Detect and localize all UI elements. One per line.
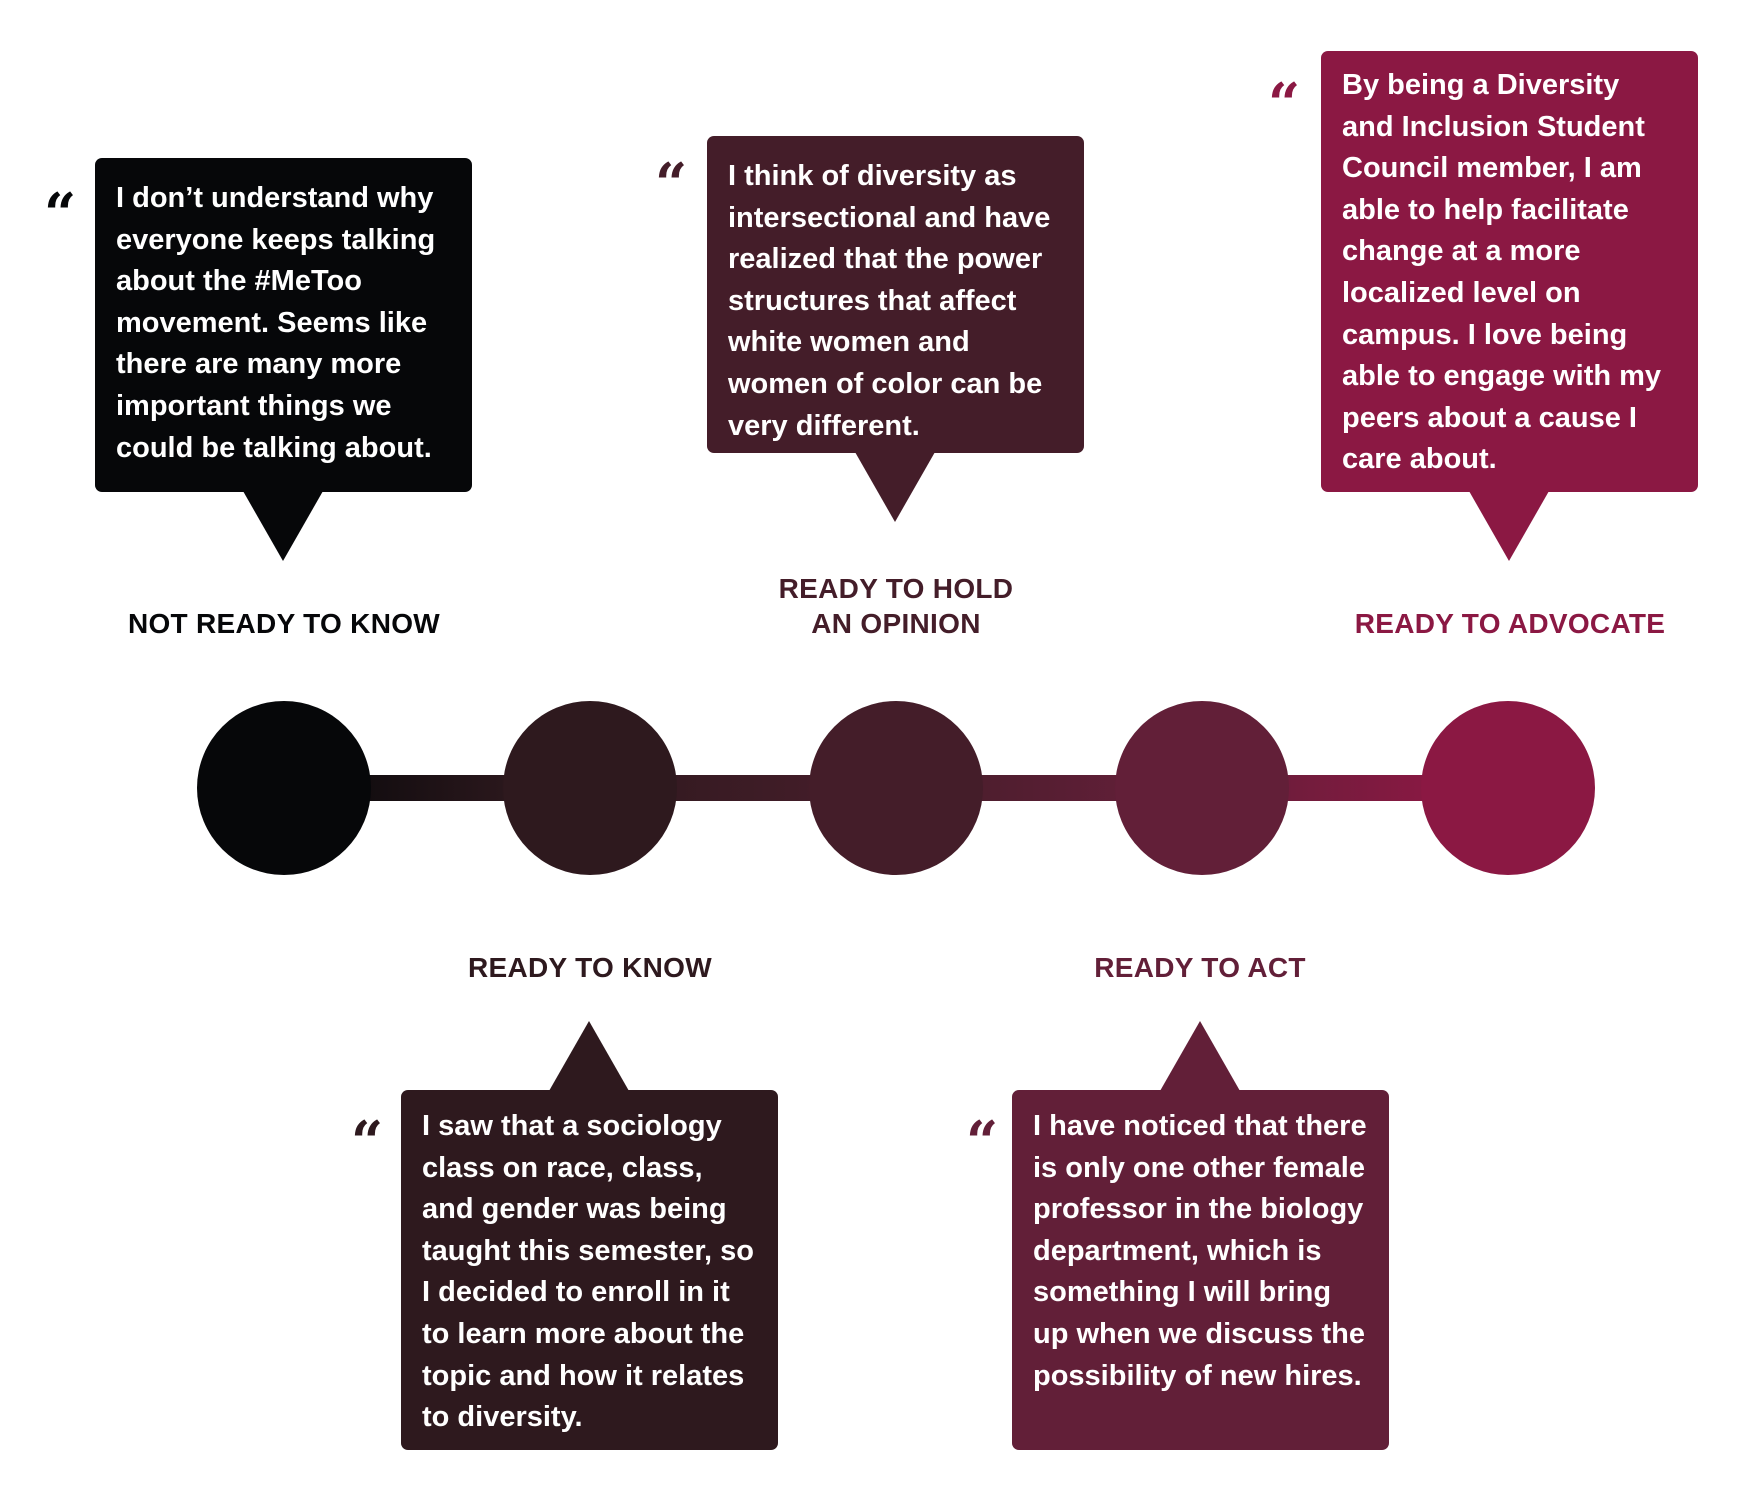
- bubble-tail: [243, 491, 323, 561]
- bubble-tail: [1469, 491, 1549, 561]
- stage-label-ready-to-act: READY TO ACT: [1094, 952, 1306, 983]
- quote-bubble-ready-to-advocate: By being a Diversity and Inclusion Stude…: [1321, 51, 1698, 492]
- stage-dot-ready-to-act: [1115, 701, 1289, 875]
- quote-bubble-ready-to-hold-an-opinion: I think of diversity as intersectional a…: [707, 136, 1084, 453]
- stage-dot-not-ready-to-know: [197, 701, 371, 875]
- stage-label-ready-to-know: READY TO KNOW: [468, 952, 712, 983]
- quote-mark-icon: “: [1268, 76, 1301, 116]
- quote-bubble-not-ready-to-know: I don’t understand why everyone keeps ta…: [95, 158, 472, 492]
- bubble-tail: [855, 452, 935, 522]
- quote-bubble-ready-to-act: I have noticed that there is only one ot…: [1012, 1090, 1389, 1450]
- stage-dot-ready-to-advocate: [1421, 701, 1595, 875]
- quote-mark-icon: “: [351, 1114, 384, 1154]
- stage-label-ready-to-hold-an-opinion: READY TO HOLD AN OPINION: [778, 573, 1014, 639]
- stage-label-ready-to-advocate: READY TO ADVOCATE: [1354, 608, 1666, 639]
- quote-mark-icon: “: [655, 156, 688, 196]
- bubble-tail: [1160, 1021, 1240, 1091]
- stage-label-not-ready-to-know: NOT READY TO KNOW: [127, 608, 441, 639]
- stage-dot-ready-to-hold-an-opinion: [809, 701, 983, 875]
- quote-mark-icon: “: [44, 186, 77, 226]
- quote-mark-icon: “: [966, 1114, 999, 1154]
- stage-dot-ready-to-know: [503, 701, 677, 875]
- bubble-tail: [549, 1021, 629, 1091]
- quote-bubble-ready-to-know: I saw that a sociology class on race, cl…: [401, 1090, 778, 1450]
